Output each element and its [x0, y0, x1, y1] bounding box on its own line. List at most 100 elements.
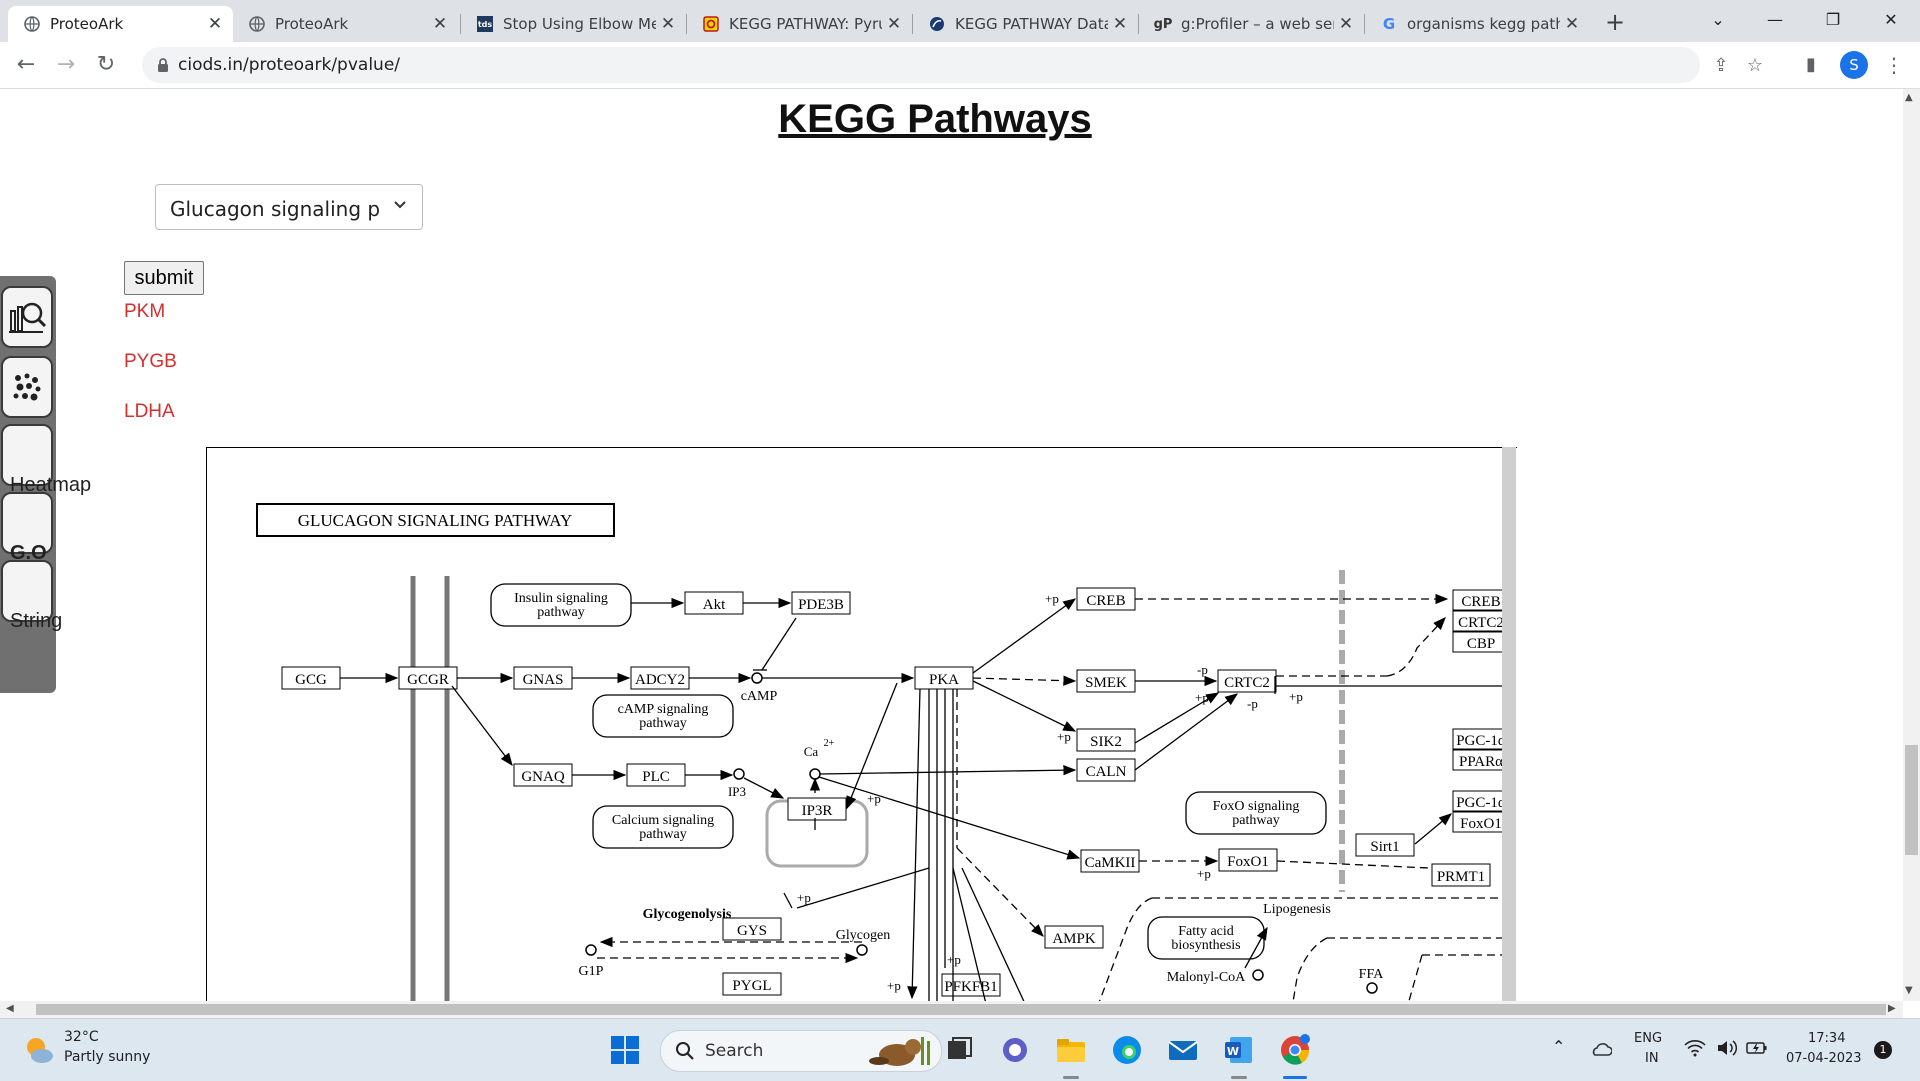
analysis-search-button[interactable] — [1, 286, 53, 348]
gene-link-pygb[interactable]: PYGB — [124, 351, 177, 372]
wifi-icon[interactable] — [1684, 1039, 1706, 1057]
weather-sun-cloud-icon[interactable] — [22, 1033, 56, 1067]
gene-box-creb-nuclear[interactable] — [1452, 589, 1503, 611]
reload-icon[interactable]: ↻ — [96, 52, 116, 77]
clock-date[interactable]: 07-04-2023 — [1786, 1051, 1862, 1066]
gene-box-pgc1a-1[interactable] — [1452, 728, 1503, 750]
file-explorer-icon[interactable] — [1054, 1033, 1088, 1067]
tab-kegg-pyruvate[interactable]: KEGG PATHWAY: Pyru ✕ — [687, 6, 912, 42]
page-vertical-scrollbar[interactable] — [1903, 89, 1920, 1001]
compound-camp[interactable] — [751, 672, 763, 684]
minimize-icon[interactable]: — — [1767, 10, 1783, 29]
word-icon[interactable]: W — [1222, 1033, 1256, 1067]
string-button[interactable] — [1, 560, 53, 622]
lock-icon[interactable] — [154, 56, 172, 74]
gene-box-pgc1a-2[interactable] — [1452, 790, 1503, 812]
tab-proteoark-active[interactable]: ProteoArk ✕ — [8, 6, 233, 42]
task-view-icon[interactable] — [942, 1033, 976, 1067]
kebab-menu-icon[interactable]: ⋮ — [1884, 53, 1904, 77]
close-icon[interactable]: ✕ — [1338, 14, 1354, 34]
close-icon[interactable]: ✕ — [1112, 14, 1128, 34]
onedrive-cloud-icon[interactable] — [1590, 1041, 1612, 1057]
insulin-signaling-link[interactable] — [490, 583, 632, 627]
clock-time[interactable]: 17:34 — [1808, 1031, 1846, 1046]
compound-ip3[interactable] — [733, 768, 745, 780]
go-button[interactable] — [1, 492, 53, 554]
language-region[interactable]: IN — [1645, 1051, 1659, 1066]
bookmark-star-icon[interactable]: ☆ — [1746, 55, 1764, 76]
gene-box-pygl[interactable] — [722, 972, 782, 996]
volume-icon[interactable] — [1716, 1039, 1738, 1057]
profile-avatar[interactable]: S — [1840, 51, 1868, 79]
compound-ffa[interactable] — [1366, 982, 1378, 994]
scroll-down-icon[interactable]: ▼ — [1905, 985, 1913, 996]
tab-search-chevron-icon[interactable]: ⌄ — [1711, 10, 1725, 29]
new-tab-button[interactable]: + — [1604, 8, 1626, 36]
page-title: KEGG Pathways — [778, 97, 1092, 141]
close-icon[interactable]: ✕ — [207, 14, 223, 34]
gene-box-pde3b[interactable] — [791, 591, 851, 615]
gene-box-gys[interactable] — [722, 917, 782, 941]
side-panel-icon[interactable]: ▮ — [1806, 54, 1816, 75]
gene-box-foxo1[interactable] — [1218, 848, 1278, 872]
compound-glycogen[interactable] — [856, 944, 868, 956]
heatmap-button[interactable] — [1, 424, 53, 486]
camp-signaling-link[interactable] — [592, 694, 734, 738]
gene-box-cbp[interactable] — [1452, 631, 1503, 653]
compound-g1p[interactable] — [585, 944, 597, 956]
calcium-signaling-link[interactable] — [592, 805, 734, 849]
tray-chevron-up-icon[interactable]: ⌃ — [1552, 1037, 1566, 1056]
gene-box-sik2[interactable] — [1076, 728, 1136, 752]
gene-box-sirt1[interactable] — [1355, 833, 1415, 857]
foxo-signaling-link[interactable] — [1185, 791, 1327, 835]
window-close-icon[interactable]: ✕ — [1884, 10, 1898, 29]
address-bar[interactable]: ciods.in/proteoark/pvalue/ ⇪ ☆ — [142, 47, 1763, 83]
tab-gprofiler[interactable]: gP g:Profiler – a web ser ✕ — [1139, 6, 1364, 42]
url-text[interactable]: ciods.in/proteoark/pvalue/ — [178, 55, 401, 75]
gene-box-prmt1[interactable] — [1431, 863, 1491, 887]
gene-box-ppara[interactable] — [1452, 749, 1503, 771]
windows-start-icon[interactable] — [608, 1033, 642, 1067]
weather-description[interactable]: Partly sunny — [64, 1049, 151, 1065]
pathway-select[interactable]: Glucagon signaling path — [155, 184, 423, 230]
kegg-image-scrollbar[interactable] — [1502, 447, 1516, 1001]
gene-box-crtc2[interactable] — [1217, 669, 1277, 693]
tab-proteoark[interactable]: ProteoArk ✕ — [233, 6, 458, 42]
compound-calcium[interactable] — [809, 768, 821, 780]
gene-link-pkm[interactable]: PKM — [124, 301, 166, 322]
scroll-left-icon[interactable]: ◀ — [6, 1003, 14, 1014]
close-icon[interactable]: ✕ — [1564, 14, 1580, 34]
page-vertical-scroll-thumb[interactable] — [1905, 745, 1918, 855]
restore-icon[interactable]: ❐ — [1825, 10, 1841, 29]
battery-charging-icon[interactable] — [1746, 1039, 1768, 1057]
gene-box-foxo1-nuclear[interactable] — [1452, 811, 1503, 833]
close-icon[interactable]: ✕ — [886, 14, 902, 34]
gene-box-pfkfb1[interactable] — [941, 973, 1001, 997]
gene-link-ldha[interactable]: LDHA — [124, 401, 175, 422]
chrome-icon[interactable] — [1278, 1033, 1312, 1067]
teams-chat-icon[interactable] — [998, 1033, 1032, 1067]
mail-icon[interactable] — [1166, 1033, 1200, 1067]
tab-google-search[interactable]: G organisms kegg path ✕ — [1365, 6, 1590, 42]
taskbar-search-box[interactable]: Search — [660, 1030, 942, 1072]
page-horizontal-scroll-thumb[interactable] — [36, 1004, 1886, 1015]
tab-kegg-database[interactable]: KEGG PATHWAY Datal ✕ — [913, 6, 1138, 42]
close-icon[interactable]: ✕ — [432, 14, 448, 34]
notification-badge[interactable]: 1 — [1874, 1041, 1892, 1059]
language-primary[interactable]: ENG — [1634, 1031, 1663, 1046]
weather-temperature[interactable]: 32°C — [64, 1029, 99, 1045]
gene-box-ip3r[interactable] — [787, 797, 847, 821]
scroll-right-icon[interactable]: ▶ — [1888, 1003, 1896, 1014]
gene-box-ampk[interactable] — [1044, 925, 1104, 949]
scroll-up-icon[interactable]: ▲ — [1905, 92, 1913, 103]
share-icon[interactable]: ⇪ — [1713, 55, 1729, 76]
gene-box-crtc2-nuclear[interactable] — [1452, 610, 1503, 632]
scatter-plot-button[interactable] — [1, 356, 53, 418]
back-arrow-icon[interactable]: ← — [16, 52, 36, 77]
tab-stop-using-elbow[interactable]: tds Stop Using Elbow Me ✕ — [461, 6, 686, 42]
close-icon[interactable]: ✕ — [660, 14, 676, 34]
edge-browser-icon[interactable] — [1110, 1033, 1144, 1067]
compound-malonyl-coa[interactable] — [1252, 969, 1264, 981]
submit-button[interactable]: submit — [124, 261, 204, 295]
forward-arrow-icon[interactable]: → — [56, 52, 76, 77]
